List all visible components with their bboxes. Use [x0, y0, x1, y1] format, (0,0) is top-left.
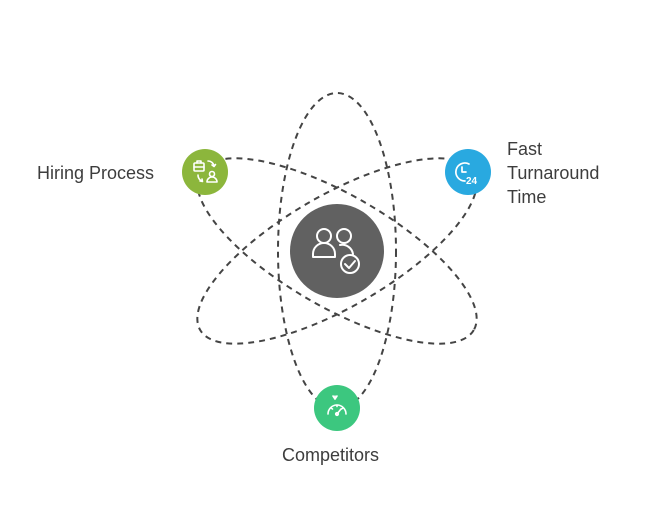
clock-24-icon: 24 [455, 162, 478, 187]
node-hiring-process [182, 149, 228, 195]
node-fast-turnaround: 24 [445, 149, 491, 195]
svg-text:24: 24 [466, 176, 478, 187]
label-fast-line-2: Turnaround [507, 163, 600, 183]
label-fast-turnaround-time: Fast Turnaround Time [507, 137, 599, 209]
center-node [290, 204, 384, 298]
users-check-icon [312, 228, 360, 274]
label-competitors: Competitors [282, 445, 380, 465]
speedometer-icon [327, 395, 347, 417]
node-competitors [314, 385, 360, 431]
label-hiring-process: Hiring Process [37, 163, 155, 183]
label-fast-line-1: Fast [507, 139, 543, 159]
label-fast-line-3: Time [507, 187, 547, 207]
hiring-process-icon [193, 160, 218, 183]
